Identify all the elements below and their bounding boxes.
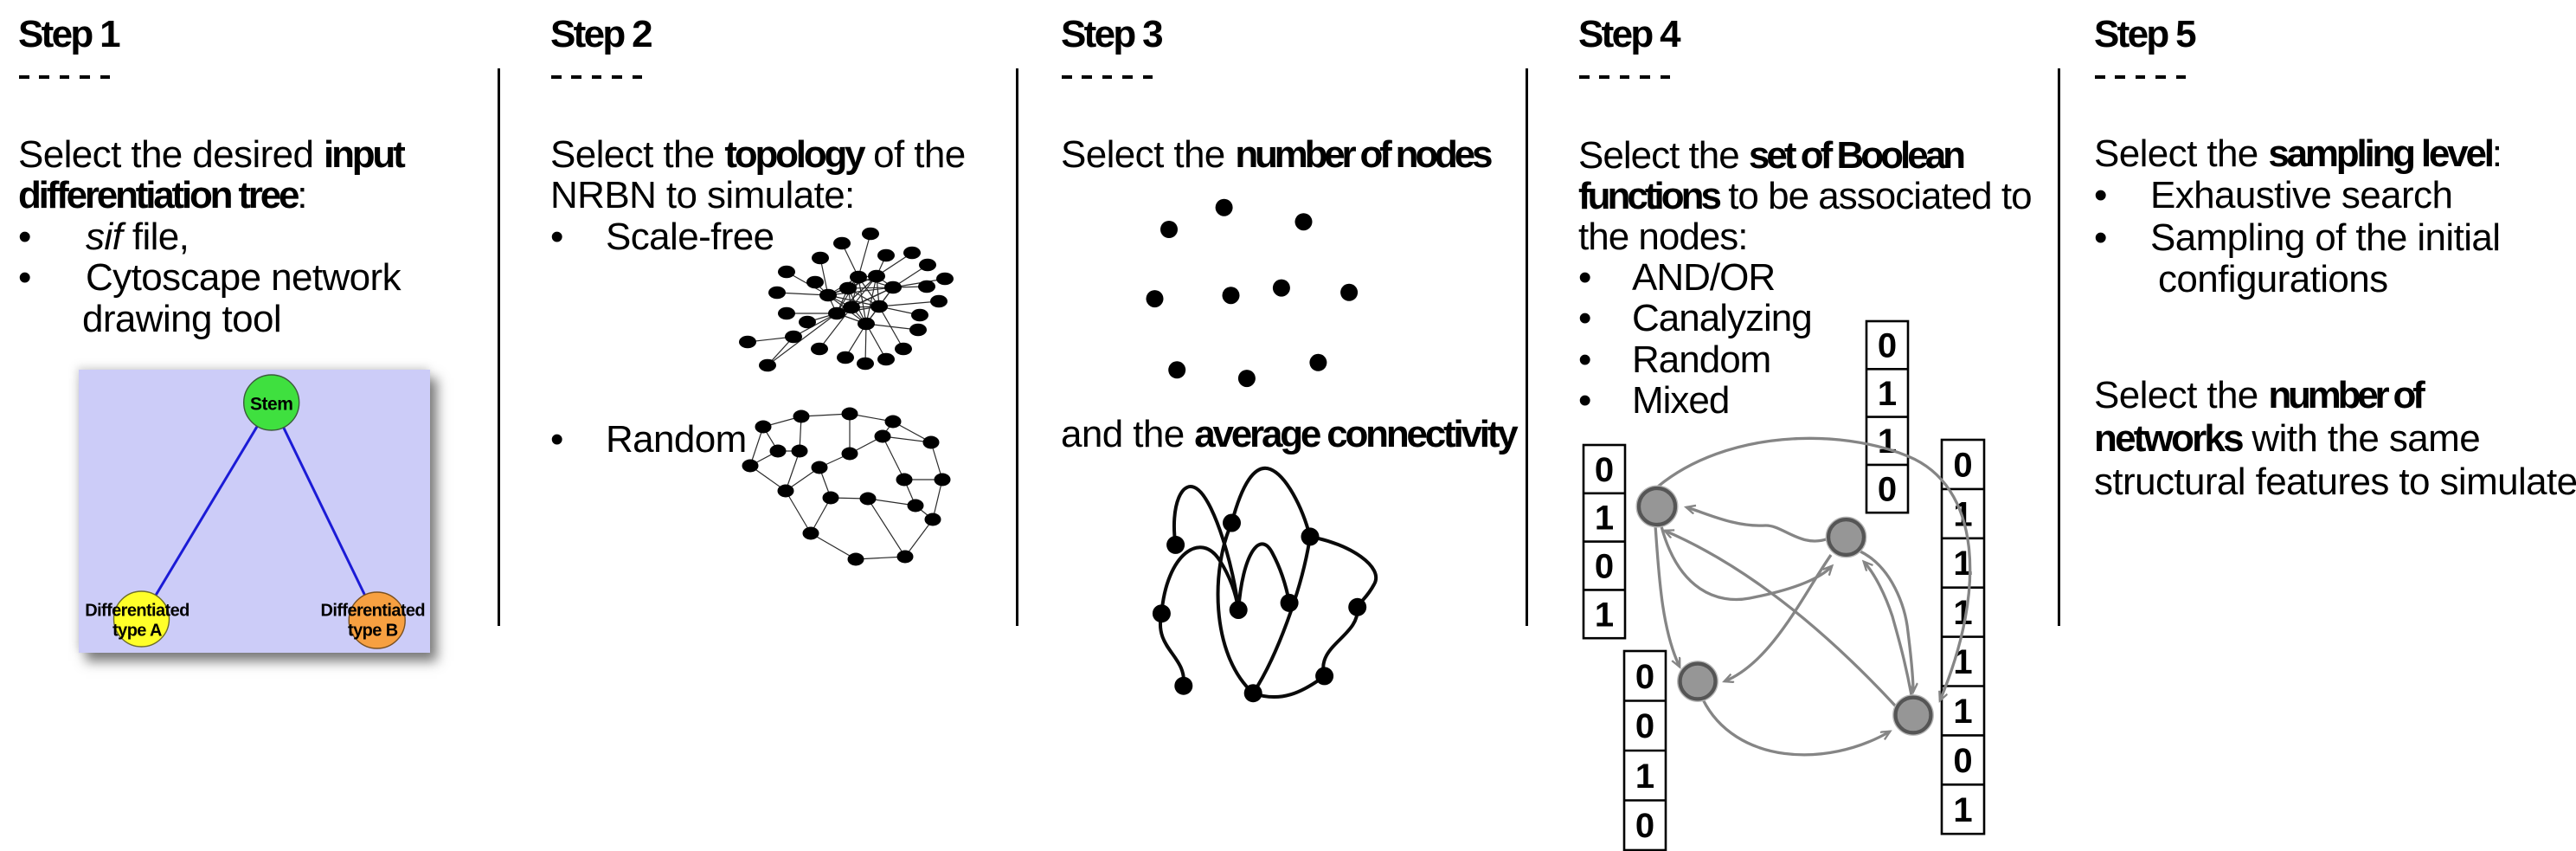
svg-text:0: 0 (1595, 451, 1614, 489)
svg-text:Differentiated: Differentiated (85, 602, 190, 621)
svg-text:1: 1 (1953, 643, 1972, 681)
svg-text:Differentiated: Differentiated (321, 602, 426, 621)
svg-text:1: 1 (1595, 500, 1614, 538)
svg-text:0: 0 (1635, 658, 1654, 696)
svg-text:1: 1 (1595, 596, 1614, 634)
svg-text:type B: type B (348, 621, 398, 640)
svg-text:0: 0 (1953, 742, 1972, 780)
svg-text:1: 1 (1878, 422, 1897, 461)
svg-text:1: 1 (1953, 693, 1972, 731)
svg-text:0: 0 (1635, 707, 1654, 745)
svg-text:type A: type A (112, 621, 162, 640)
svg-text:1: 1 (1878, 375, 1897, 413)
svg-text:0: 0 (1953, 447, 1972, 485)
svg-text:1: 1 (1635, 758, 1654, 796)
svg-text:0: 0 (1595, 548, 1614, 586)
svg-text:1: 1 (1953, 545, 1972, 583)
svg-text:1: 1 (1953, 791, 1972, 829)
svg-text:0: 0 (1635, 807, 1654, 845)
svg-text:0: 0 (1878, 327, 1897, 365)
svg-text:0: 0 (1878, 471, 1897, 509)
svg-text:Stem: Stem (250, 395, 292, 415)
